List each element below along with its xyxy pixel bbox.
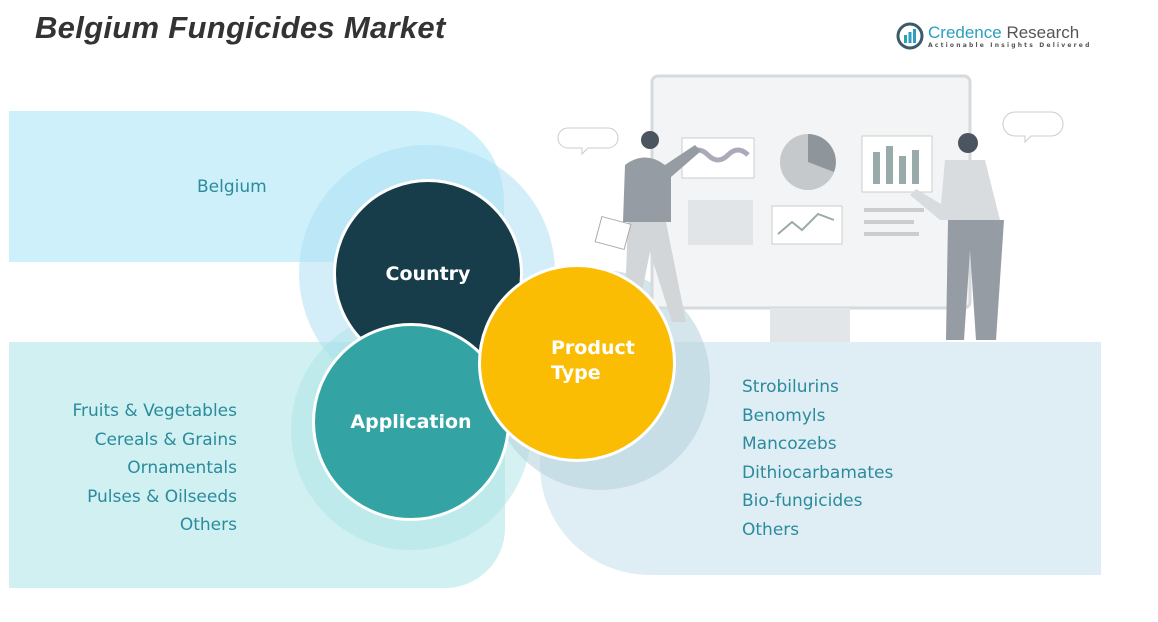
credence-research-logo: Credence Research Actionable Insights De… <box>896 22 1092 50</box>
product-type-label-line2: Type <box>551 362 601 384</box>
application-item: Fruits & Vegetables <box>72 401 237 421</box>
application-label: Application <box>350 410 472 433</box>
application-item: Ornamentals <box>127 458 237 479</box>
product-type-item: Bio-fungicides <box>742 491 863 512</box>
product-type-item: Dithiocarbamates <box>742 462 894 483</box>
page-title: Belgium Fungicides Market <box>35 10 446 45</box>
product-type-item: Others <box>742 519 800 540</box>
logo-name-1: Credence <box>928 22 1002 42</box>
country-item: Belgium <box>197 177 267 197</box>
product-type-circle: Product Type <box>478 264 676 462</box>
country-label: Country <box>385 262 471 285</box>
application-item: Pulses & Oilseeds <box>87 486 237 507</box>
product-type-item: Strobilurins <box>742 377 839 397</box>
application-item: Others <box>179 515 237 536</box>
logo-tagline: Actionable Insights Delivered <box>928 41 1092 49</box>
product-type-item: Benomyls <box>742 405 826 426</box>
logo-name-2: Research <box>1001 22 1080 42</box>
application-list: Fruits & Vegetables Cereals & Grains Orn… <box>72 397 237 540</box>
product-type-label-line1: Product <box>551 337 635 359</box>
product-type-item: Mancozebs <box>742 434 837 455</box>
logo-icon <box>896 22 924 50</box>
product-type-list: Strobilurins Benomyls Mancozebs Dithioca… <box>742 373 893 545</box>
application-item: Cereals & Grains <box>94 429 237 450</box>
